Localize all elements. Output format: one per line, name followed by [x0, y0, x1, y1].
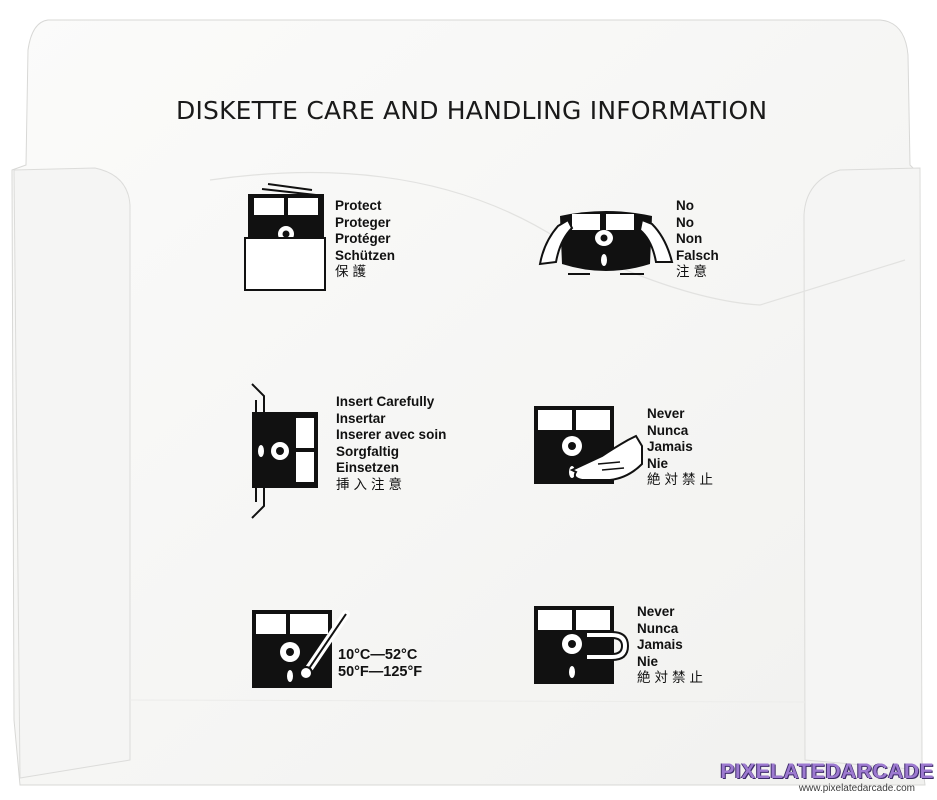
never-magnet-line-4: Nie [637, 653, 659, 669]
protect-line-3: Protéger [335, 231, 391, 247]
insert-line-4: Sorgfaltig [336, 443, 399, 459]
no-bend-line-4: Falsch [676, 247, 719, 263]
insert-line-3: Inserer avec soin [336, 427, 447, 443]
diskette-insert-drive-icon [251, 383, 318, 519]
watermark-url: www.pixelatedarcade.com [798, 783, 915, 794]
temperature-range: 10°C—52°C 50°F—125°F [338, 647, 422, 681]
never-touch-label: Never Nunca Jamais Nie 絶対禁止 [647, 406, 717, 489]
diskette-thermometer-icon [252, 610, 350, 688]
never-touch-line-1: Never [647, 406, 685, 421]
protect-line-1: Protect [335, 198, 382, 213]
insert-line-1: Insert Carefully [336, 394, 435, 409]
page-title: DISKETTE CARE AND HANDLING INFORMATION [176, 96, 768, 125]
watermark-brand: PIXELATEDARCADE [720, 760, 934, 783]
protect-line-2: Proteger [335, 214, 391, 230]
temperature-celsius: 10°C—52°C [338, 647, 418, 663]
never-magnet-line-2: Nunca [637, 620, 679, 636]
no-bend-line-1: No [676, 198, 694, 213]
no-bend-cjk: 注意 [676, 264, 711, 281]
protect-line-4: Schützen [335, 247, 396, 263]
insert-label: Insert Carefully Insertar Inserer avec s… [336, 394, 446, 494]
temperature-fahrenheit: 50°F—125°F [338, 664, 423, 680]
protect-cjk: 保護 [335, 264, 370, 281]
insert-cjk: 挿入注意 [336, 476, 406, 493]
no-bend-label: No No Non Falsch 注意 [676, 198, 719, 281]
protect-label: Protect Proteger Protéger Schützen 保護 [335, 198, 395, 281]
insert-line-2: Insertar [336, 410, 386, 426]
never-magnet-line-1: Never [637, 604, 675, 619]
finger-touching-diskette-icon [534, 406, 643, 484]
never-magnet-label: Never Nunca Jamais Nie 絶対禁止 [637, 604, 707, 687]
never-touch-cjk: 絶対禁止 [647, 472, 717, 489]
hands-bending-diskette-icon [538, 211, 674, 275]
never-touch-line-2: Nunca [647, 422, 689, 438]
never-magnet-line-3: Jamais [637, 637, 683, 653]
never-magnet-cjk: 絶対禁止 [637, 670, 707, 687]
insert-line-5: Einsetzen [336, 460, 400, 476]
no-bend-line-3: Non [676, 231, 703, 247]
never-touch-line-4: Nie [647, 455, 669, 471]
no-bend-line-2: No [676, 214, 694, 230]
magnet-diskette-icon [534, 606, 630, 684]
never-touch-line-3: Jamais [647, 439, 693, 455]
diskette-in-sleeve-icon [244, 183, 326, 291]
